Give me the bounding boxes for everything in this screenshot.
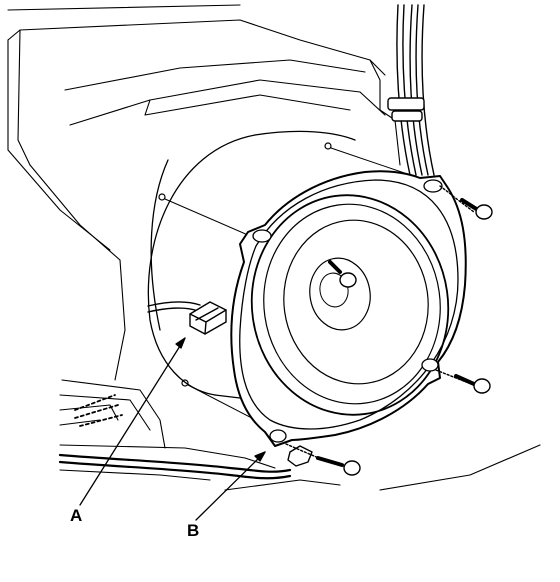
trim-stitching: [74, 394, 123, 427]
speaker-frame: [230, 170, 467, 447]
screw-right: [435, 369, 491, 394]
screw-top-right: [439, 185, 493, 220]
speaker: [230, 170, 467, 467]
door-panel-outline: [7, 4, 541, 491]
speaker-connector: [147, 301, 227, 335]
speaker-terminal: [287, 445, 313, 467]
screw-bottom: [285, 443, 361, 476]
speaker-frame-inner: [239, 179, 459, 430]
callout-label-a: A: [70, 506, 83, 525]
callout-b-leader: [195, 451, 266, 521]
cable-harness-upper: [387, 4, 435, 176]
callout-label-b: B: [187, 521, 200, 540]
mounting-holes: [158, 142, 332, 387]
wire-harness-lower: [58, 453, 292, 480]
callout-a-leader: [79, 337, 186, 506]
screw-center: [328, 260, 357, 288]
speaker-opening: [147, 130, 356, 399]
